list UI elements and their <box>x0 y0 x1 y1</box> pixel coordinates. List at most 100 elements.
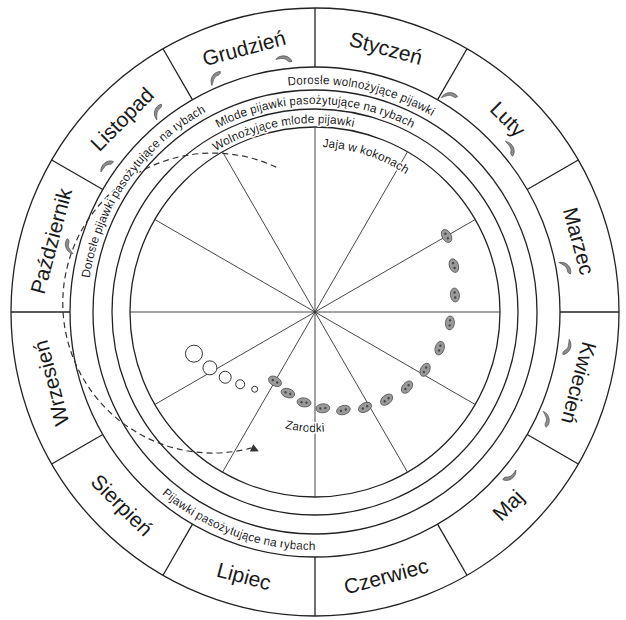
egg-dot <box>422 370 425 373</box>
leech-icon <box>151 103 164 120</box>
leech-body <box>560 340 574 357</box>
egg-dot <box>300 401 303 404</box>
embryo-symbol <box>252 386 258 392</box>
egg-cocoon <box>357 400 374 414</box>
month-segment: Sierpień <box>87 470 156 539</box>
egg-dot <box>383 400 386 403</box>
egg-dot <box>366 405 369 408</box>
egg-dot <box>453 266 456 269</box>
month-segment: Styczeń <box>347 28 425 68</box>
egg-dot <box>319 407 322 410</box>
egg-dot <box>340 409 343 412</box>
month-name: Luty <box>487 98 530 141</box>
month-divider <box>52 160 103 190</box>
ring-label-text: Zarodki <box>284 417 325 435</box>
inner-spoke <box>315 127 316 312</box>
egg-dot <box>407 383 410 386</box>
ring-label-text: Jaja w kokonach <box>322 136 412 177</box>
leech-icon <box>560 340 574 357</box>
month-segment: Czerwiec <box>341 554 430 597</box>
inner-spoke <box>223 312 316 472</box>
egg-dot <box>289 392 292 395</box>
cocoon-shape <box>447 258 460 274</box>
month-divider <box>314 557 315 616</box>
month-segment: Luty <box>487 98 530 141</box>
outer-circle <box>11 8 619 616</box>
leech-icon <box>441 92 458 100</box>
inner-spoke <box>223 152 316 312</box>
month-name: Maj <box>489 486 528 525</box>
inner-spoke <box>315 312 408 472</box>
leech-icon <box>506 140 516 157</box>
embryo-symbol <box>185 345 202 362</box>
leech-body <box>151 103 164 120</box>
month-name: Lipiec <box>215 558 273 592</box>
egg-dot <box>444 232 447 235</box>
egg-cocoon <box>439 228 454 245</box>
inner-spoke <box>155 220 315 313</box>
dashed-cycle-line <box>63 153 276 453</box>
inner-spoke <box>315 152 408 312</box>
ring-label: Pijawki pasożytujące na rybach <box>160 486 316 554</box>
leech-icon <box>98 159 115 172</box>
cocoon-shape <box>335 404 351 417</box>
cocoon-shape <box>357 400 374 414</box>
leech-body <box>441 92 458 100</box>
egg-cocoon <box>280 387 296 400</box>
month-divider <box>560 311 619 312</box>
embryo-symbol <box>203 361 217 375</box>
month-name: Sierpień <box>87 470 156 539</box>
embryo-symbol <box>219 371 231 383</box>
month-divider <box>438 49 468 100</box>
egg-cocoon <box>267 374 284 389</box>
month-divider <box>314 8 315 67</box>
month-segment: Lipiec <box>215 558 273 592</box>
month-segment: Grudzień <box>200 27 288 69</box>
cocoon-shape <box>418 362 432 379</box>
inner-spoke <box>315 312 475 405</box>
month-divider <box>163 524 193 575</box>
month-name: Grudzień <box>200 27 288 69</box>
egg-dot <box>425 366 428 369</box>
egg-cocoon <box>315 403 330 413</box>
month-divider <box>527 435 578 465</box>
egg-dot <box>404 387 407 390</box>
leech-body <box>502 470 519 482</box>
egg-cocoon <box>335 404 351 417</box>
leech-body <box>64 238 73 255</box>
ring-label: Jaja w kokonach <box>322 136 412 177</box>
egg-cocoon <box>433 340 446 356</box>
month-divider <box>163 49 193 100</box>
egg-dot <box>438 349 441 352</box>
leech-body <box>506 140 516 157</box>
leech-icon <box>276 54 293 65</box>
cocoon-shape <box>439 228 454 245</box>
egg-cocoon <box>297 397 312 408</box>
month-divider <box>52 435 103 465</box>
leech-body <box>207 69 222 85</box>
leech-icon <box>543 411 549 427</box>
leech-body <box>98 159 115 172</box>
cocoon-shape <box>267 374 284 389</box>
egg-dot <box>448 324 451 327</box>
egg-cocoon <box>450 288 461 303</box>
egg-dot <box>344 408 347 411</box>
embryo-symbol <box>236 380 245 389</box>
inner-spoke <box>315 312 316 497</box>
leech-icon <box>207 69 222 85</box>
egg-dot <box>439 344 442 347</box>
cocoon-shape <box>297 397 312 408</box>
ring-edge <box>93 90 537 534</box>
arrow-head <box>250 444 259 451</box>
cocoon-shape <box>280 387 296 400</box>
egg-dot <box>452 262 455 265</box>
inner-spoke <box>155 312 315 405</box>
month-segment: Maj <box>489 486 528 525</box>
leech-icon <box>64 238 73 255</box>
month-name: Czerwiec <box>341 554 430 597</box>
ring-edge <box>112 109 518 515</box>
leech-icon <box>559 259 573 276</box>
month-divider <box>527 160 578 190</box>
egg-cocoon <box>418 362 432 379</box>
